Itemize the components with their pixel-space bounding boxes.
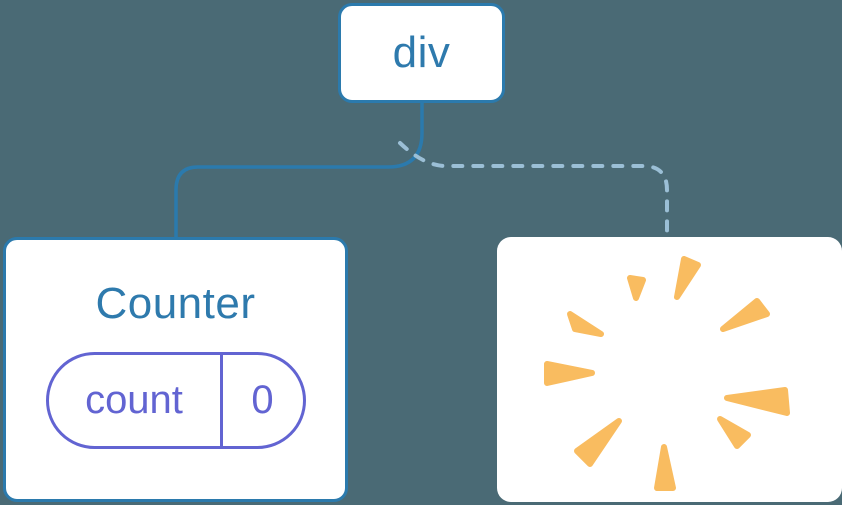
state-pill-key: count	[49, 355, 223, 446]
removed-node	[497, 237, 842, 502]
poof-ray	[654, 444, 676, 491]
poof-ray	[724, 387, 790, 416]
poof-ray	[674, 256, 701, 300]
state-pill: count 0	[45, 352, 306, 449]
poof-ray	[544, 361, 595, 386]
counter-node: Counter count 0	[3, 237, 348, 502]
edge-dashed-root-to-removed	[398, 141, 669, 238]
poof-ray	[567, 311, 604, 337]
poof-ray	[720, 298, 770, 332]
counter-node-title: Counter	[95, 279, 256, 328]
state-pill-value: 0	[251, 378, 274, 422]
poof-ray	[627, 275, 646, 301]
poof-icon	[544, 256, 790, 491]
root-node-div: div	[338, 3, 505, 103]
poof-ray	[717, 416, 751, 449]
edge-solid-root-to-counter	[174, 103, 424, 238]
root-node-label: div	[392, 28, 451, 77]
poof-ray	[574, 418, 622, 467]
